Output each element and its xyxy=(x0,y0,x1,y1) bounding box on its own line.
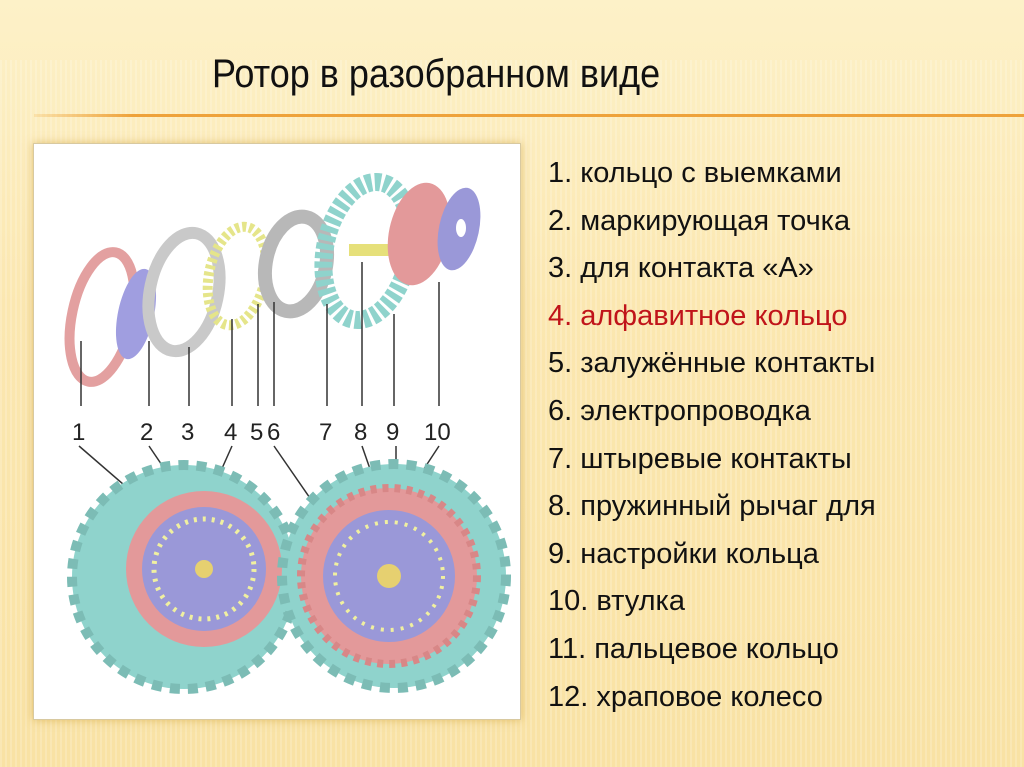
part-label: 10 xyxy=(424,419,451,446)
list-item: 1. кольцо с выемками xyxy=(548,157,842,189)
part-label: 6 xyxy=(267,419,281,446)
assembled-rotor-back xyxy=(277,459,511,693)
hub-pin-part xyxy=(349,244,389,256)
list-item-highlighted: 4. алфавитное кольцо xyxy=(548,299,848,332)
list-item: 12. храповое колесо xyxy=(548,680,823,713)
sleeve-part xyxy=(258,209,334,319)
list-item: 11. пальцевое кольцо xyxy=(548,632,839,665)
list-item: 3. для контакта «А» xyxy=(548,252,814,285)
parts-list: 1. кольцо с выемками 2. маркирующая точк… xyxy=(548,150,876,721)
list-item: 7. штыревые контакты xyxy=(548,442,852,475)
slide-title: Ротор в разобранном виде xyxy=(212,52,661,96)
rotor-illustration xyxy=(64,172,511,694)
part-label: 7 xyxy=(319,419,333,446)
part-label: 4 xyxy=(224,419,238,446)
alphabet-ring-part xyxy=(142,226,226,358)
list-item: 6. электропроводка xyxy=(548,394,811,427)
title-divider xyxy=(34,114,1024,117)
part-label: 1 xyxy=(72,419,86,446)
list-item: 8. пружинный рычаг для xyxy=(548,490,876,523)
part-label: 9 xyxy=(386,419,400,446)
part-label: 2 xyxy=(140,419,154,446)
list-item: 9. настройки кольца xyxy=(548,537,819,570)
part-label: 8 xyxy=(354,419,368,446)
rotor-exploded-diagram: 1 2 3 4 5 6 7 8 9 10 xyxy=(33,143,521,720)
assembled-rotor-front xyxy=(67,460,301,694)
part-label: 3 xyxy=(181,419,195,446)
part-label: 5 xyxy=(250,419,264,446)
finger-ring-part xyxy=(387,182,451,286)
list-item: 5. залужённые контакты xyxy=(548,347,876,380)
list-item: 10. втулка xyxy=(548,585,685,618)
list-item: 2. маркирующая точка xyxy=(548,204,851,237)
